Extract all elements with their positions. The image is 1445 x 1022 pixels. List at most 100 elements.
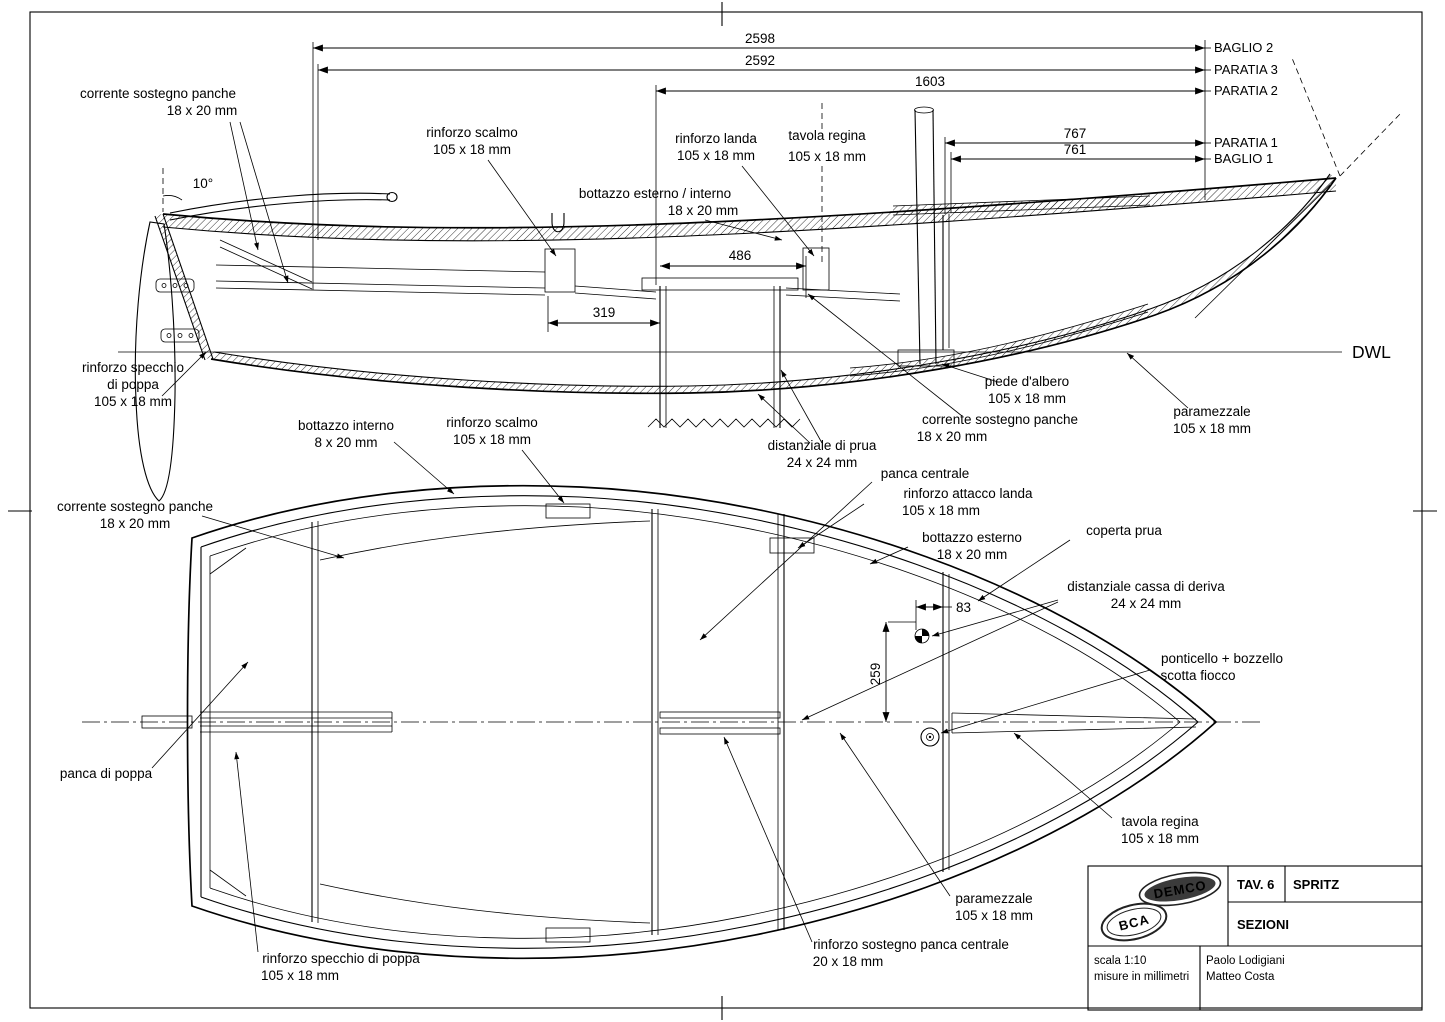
label-bottazzo-2: 18 x 20 mm [668,203,739,218]
dimension-83: 83 [915,600,971,630]
label-scalmo-plan-2: 105 x 18 mm [453,432,531,447]
tiller-end [386,191,398,203]
label-csp-right-2: 18 x 20 mm [917,429,988,444]
dim-2598-label: 2598 [745,31,775,46]
label-scalmo-1: rinforzo scalmo [426,125,518,140]
bottom-line-outer [210,177,1337,395]
dim-486-label: 486 [729,248,752,263]
dimension-486: 486 [660,248,806,270]
dim-83-label: 83 [956,600,971,615]
dimension-259: 259 [868,621,916,722]
plan-inner-strake-1 [200,495,1199,949]
station-baglio1: BAGLIO 1 [1214,151,1273,166]
title-sheet: SEZIONI [1237,917,1289,932]
label-panca-centrale: panca centrale [881,466,970,481]
label-regina-2: 105 x 18 mm [788,149,866,164]
label-paramezzale-plan-1: paramezzale [955,891,1032,906]
paramezzale-hatch [849,304,1150,376]
dimension-1603: 1603 [656,74,1205,95]
label-bottazzo-1: bottazzo esterno / interno [579,186,731,201]
dim-761-label: 761 [1064,142,1087,157]
bottom-line-inner [213,173,1331,387]
mast-top [914,106,934,114]
label-dist-cassa-2: 24 x 24 mm [1111,596,1182,611]
rudder-blade [134,221,176,502]
label-csp-plan-2: 18 x 20 mm [100,516,171,531]
dim-1603-label: 1603 [915,74,945,89]
label-paramezzale-plan-2: 105 x 18 mm [955,908,1033,923]
dimension-761: 761 [951,142,1205,163]
title-author2: Matteo Costa [1206,971,1275,983]
dwl-label: DWL [1352,342,1391,362]
case-cap [641,277,799,291]
dimension-767: 767 [945,126,1205,147]
side-callouts: corrente sostegno panche 18 x 20 mm rinf… [80,86,1251,470]
label-paramezzale-side-1: paramezzale [1173,404,1250,419]
side-view: DWL 10° [80,31,1403,502]
label-coperta-prua: coperta prua [1086,523,1162,538]
stem-inner-line [1194,184,1331,319]
quarter-knee-top [209,547,247,575]
label-bott-est-2: 18 x 20 mm [937,547,1008,562]
bozzello-fitting [920,727,940,747]
label-csp-plan-1: corrente sostegno panche [57,499,213,514]
label-regina-plan-2: 105 x 18 mm [1121,831,1199,846]
label-specchio-1: rinforzo specchio [82,360,184,375]
title-name: SPRITZ [1293,877,1339,892]
bca-logo: BCA [1100,902,1168,942]
plan-inner-strake-2 [209,505,1181,939]
label-specchio-2: di poppa [107,377,159,392]
label-landa-2: 105 x 18 mm [677,148,755,163]
title-author1: Paolo Lodigiani [1206,955,1285,967]
bottom-band-hatch [211,174,1336,394]
station-labels: BAGLIO 2 PARATIA 3 PARATIA 2 PARATIA 1 B… [1205,40,1278,166]
angle-10-label: 10° [193,176,213,191]
label-csp-right-1: corrente sostegno panche [922,412,1078,427]
label-ponticello-2: scotta fiocco [1160,668,1235,683]
forestay-dashed-1 [1291,57,1341,177]
bow-kingplank [951,712,1197,734]
tiller-bottom [169,199,391,221]
rowlock-symbol [551,213,565,233]
bench-stringer-2 [785,287,901,295]
label-piede-1: piede d'albero [985,374,1069,389]
label-bott-est-1: bottazzo esterno [922,530,1022,545]
dim-319-label: 319 [593,305,616,320]
bca-logo-text: BCA [1117,911,1151,933]
label-attacco-landa-2: 105 x 18 mm [902,503,980,518]
dimension-2592: 2592 [318,53,1205,74]
title-units: misure in millimetri [1094,971,1189,983]
dim-259-label: 259 [868,663,883,686]
label-ponticello-1: ponticello + bozzello [1161,651,1283,666]
deriva-spacer-mark [914,628,930,644]
dimension-319: 319 [548,305,660,327]
station-paratia1: PARATIA 1 [1214,135,1278,150]
title-block: TAV. 6 SPRITZ SEZIONI scala 1:10 misure … [1087,865,1423,1011]
label-dist-prua-2: 24 x 24 mm [787,455,858,470]
label-dist-prua-1: distanziale di prua [768,438,877,453]
scalmo-plan-bottom [545,927,591,943]
bench-stringer-1 [215,280,546,289]
scalmo-block [544,248,576,293]
title-tav: TAV. 6 [1237,877,1274,892]
rudder-gudgeon-lower [160,328,200,343]
case-wall-top-plan [659,711,781,719]
label-specchio-3: 105 x 18 mm [94,394,172,409]
label-attacco-landa-1: rinforzo attacco landa [903,486,1033,501]
label-panca-poppa: panca di poppa [60,766,153,781]
attacco-landa-block [769,537,815,554]
mast-right [932,109,937,365]
quarter-knee-bottom [209,869,247,897]
corrente-top [319,520,651,561]
landa-block [802,247,830,291]
demco-logo: DEMCO [1138,871,1222,907]
break-zigzag-line [647,418,801,428]
label-regina-plan-1: tavola regina [1121,814,1199,829]
label-landa-1: rinforzo landa [675,131,757,146]
label-scalmo-plan-1: rinforzo scalmo [446,415,538,430]
corrente-bottom [319,883,651,924]
rudder-gudgeon-upper [155,278,195,293]
title-scale: scala 1:10 [1094,955,1146,967]
